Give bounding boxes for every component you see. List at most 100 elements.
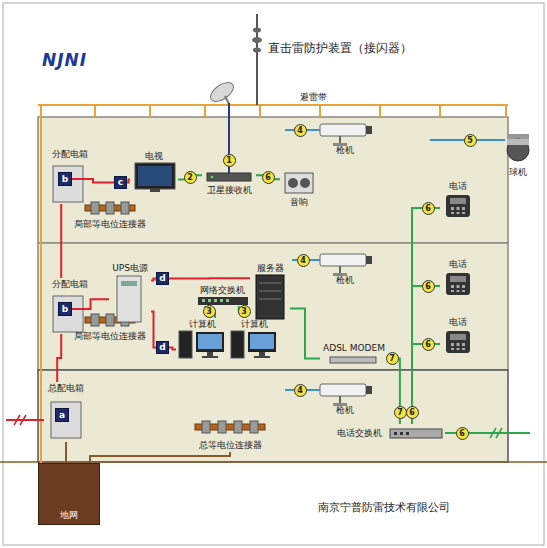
cable [60,204,62,278]
cable [72,179,114,183]
computer: 计算机 [176,318,228,360]
main-bar [195,421,265,433]
logo: NJNI [42,50,87,70]
node-text: 局部等电位连接器 [73,219,147,229]
box-tag: b [58,172,72,186]
equipotential-bar: 局部等电位连接器 [71,314,149,342]
phone: 电话 [440,180,476,220]
callout-number: 2 [184,171,197,184]
earth-grid: 地网 [38,463,100,525]
node-text: 电话 [448,181,468,191]
speaker: 音响 [280,172,318,208]
spd-tag: d [156,341,169,354]
spd-tag: d [156,272,169,285]
box-tag: a [55,408,69,422]
node-text: ADSL MODEM [322,343,386,353]
box-tag: b [58,302,72,316]
callout-number: 3 [238,305,251,318]
node-text: 计算机 [240,319,269,329]
panel [53,296,83,332]
camera-line [285,130,505,390]
equipotential-bar: 局部等电位连接器 [71,202,149,230]
cable [169,348,176,350]
floor [38,370,508,462]
node-text: 计算机 [188,319,217,329]
pbx [390,429,442,438]
distribution-box: b 分配电箱 [48,278,92,334]
node-text: 电话 [448,259,468,269]
camera [320,124,372,146]
callout-number: 5 [464,134,477,147]
callout-number: 4 [294,124,307,137]
callout-number: 6 [422,202,435,215]
title-note: 直击雷防护装置（接闪器） [268,40,412,57]
node-text: UPS电源 [111,263,149,273]
node-text: 局部等电位连接器 [73,331,147,341]
phone [446,331,470,353]
computer: 计算机 [228,318,280,360]
callout-number: 3 [203,305,216,318]
dome-camera: 球机 [498,134,538,178]
air-terminal [252,14,262,105]
node-text: b [61,304,69,314]
camera [320,384,372,406]
camera: 枪机 [315,120,375,156]
node-text: d [158,342,166,352]
lightning-belt [38,105,508,463]
node-text: 球机 [508,167,528,177]
modem: ADSL MODEM [320,342,388,364]
node-text: 电话 [448,317,468,327]
callout-number: 6 [406,406,419,419]
node-text: a [58,410,66,420]
node-text: c [117,177,124,187]
callout-number: 6 [456,427,469,440]
node-text: 电话交换机 [336,428,383,438]
tv: 电视 [130,150,178,192]
phone: 电话 [440,258,476,298]
node-text: 网络交换机 [199,285,246,295]
callout-number: 6 [422,338,435,351]
main-equipotential-bar: 总等电位连接器 [190,420,270,451]
node-text: b [61,174,69,184]
node-text: 枪机 [335,405,355,415]
modem [330,357,376,363]
cable [72,299,109,309]
server [256,275,284,319]
cable [290,308,320,358]
phone [446,273,470,295]
camera: 枪机 [315,250,375,286]
node-text: 电视 [144,151,164,161]
node-text: 总等电位连接器 [198,440,263,450]
computer [231,331,276,358]
dome-camera [507,134,529,161]
cable [57,334,61,382]
callout-number: 7 [386,352,399,365]
camera [320,254,372,276]
phone [446,195,470,217]
frame [3,3,544,545]
node-text: 枪机 [335,275,355,285]
node-text: d [158,273,166,283]
main-distribution-box: a 总配电箱 [44,382,88,442]
spd-tag: c [114,176,127,189]
cable [412,208,440,424]
belt-label: 避雷带 [300,91,327,104]
node-text: 分配电箱 [51,279,89,289]
ups [117,276,141,322]
node-text: 卫星接收机 [206,185,253,195]
panel [53,166,83,202]
callout-number: 4 [294,384,307,397]
company-name: 南京宁普防雷技术有限公司 [318,500,450,515]
distribution-box: b 分配电箱 [48,148,92,204]
callout-number: 6 [262,171,275,184]
speaker [285,173,313,193]
floor [38,243,508,370]
floor [38,117,508,243]
node-text: 分配电箱 [51,149,89,159]
node-text: 总配电箱 [47,383,85,393]
callout-number: 6 [422,280,435,293]
tv [135,163,175,192]
cable [127,179,130,182]
receiver [207,173,251,181]
network-switch: 网络交换机 [194,284,250,306]
